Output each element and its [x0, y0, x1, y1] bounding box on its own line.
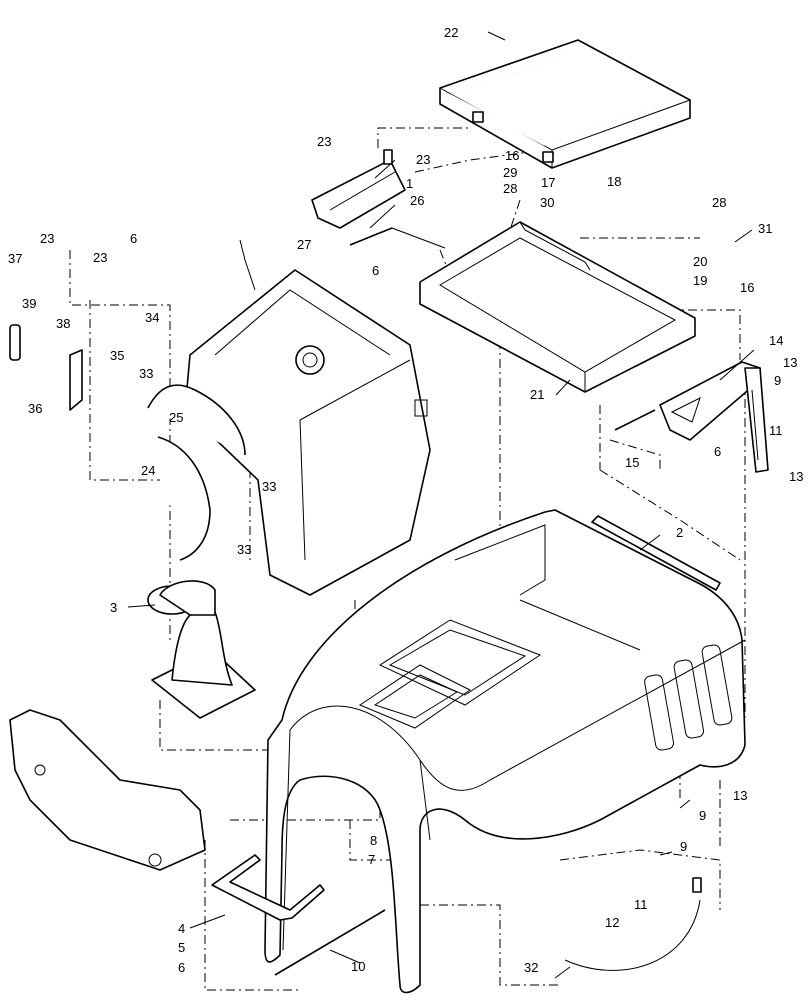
callout-23: 23 — [317, 134, 331, 149]
callout-9-b: 9 — [774, 373, 781, 388]
callout-26: 26 — [410, 193, 424, 208]
callout-12: 12 — [605, 915, 619, 930]
callout-4: 4 — [178, 921, 185, 936]
callout-9-c: 9 — [699, 808, 706, 823]
part-10-rod — [274, 909, 386, 976]
callout-25: 25 — [169, 410, 183, 425]
callout-6-b: 6 — [130, 231, 137, 246]
callout-6-d: 6 — [714, 444, 721, 459]
grille-slat-highlight — [507, 74, 608, 125]
callout-14: 14 — [769, 333, 783, 348]
callout-6: 6 — [178, 960, 185, 975]
callout-23-b: 23 — [416, 152, 430, 167]
callout-23-d: 23 — [93, 250, 107, 265]
part-39-link — [9, 324, 21, 361]
grille-slat-highlight — [463, 89, 562, 141]
part-32-cable — [564, 877, 702, 971]
callout-29: 29 — [503, 165, 517, 180]
callout-2: 2 — [676, 525, 683, 540]
callout-18: 18 — [607, 174, 621, 189]
leader-lines — [127, 31, 755, 979]
callout-1: 1 — [406, 176, 413, 191]
callout-11: 11 — [634, 897, 648, 912]
part-36-plate — [69, 349, 83, 411]
callout-27: 27 — [297, 237, 311, 252]
part-3-duct — [147, 580, 256, 719]
callout-38: 38 — [56, 316, 70, 331]
callout-8: 8 — [370, 833, 377, 848]
callout-13-c: 13 — [789, 469, 803, 484]
part-15-pin — [614, 409, 656, 431]
grille-slat-highlight — [550, 59, 655, 109]
grille-slat-highlight — [492, 79, 593, 130]
part-14-side-bracket — [659, 361, 769, 473]
chassis-bracket — [9, 709, 206, 871]
callout-34: 34 — [145, 310, 159, 325]
part-21-frame — [419, 221, 696, 393]
callout-33-c: 33 — [237, 542, 251, 557]
callout-19: 19 — [693, 273, 707, 288]
grille-slat-highlight — [478, 84, 577, 136]
grille-slat-highlight — [535, 64, 640, 114]
part-26-gas-strut — [349, 227, 446, 249]
part-4-handle — [211, 854, 325, 921]
grille-slat-highlight — [543, 61, 647, 111]
callout-7: 7 — [368, 852, 375, 867]
callout-13: 13 — [733, 788, 747, 803]
grille-slat-highlight — [499, 76, 601, 127]
callout-13-b: 13 — [783, 355, 797, 370]
callout-33: 33 — [139, 366, 153, 381]
callout-9: 9 — [680, 839, 687, 854]
callout-5: 5 — [178, 940, 185, 955]
part-24-hose — [157, 436, 211, 561]
callout-30: 30 — [540, 195, 554, 210]
callout-11-b: 11 — [769, 423, 783, 438]
callout-36: 36 — [28, 401, 42, 416]
callout-10: 10 — [351, 959, 365, 974]
grille-slat-highlight — [514, 71, 616, 122]
callout-35: 35 — [110, 348, 124, 363]
part-25-hose — [147, 384, 246, 456]
grille-slat-highlight — [471, 86, 569, 138]
callout-33-b: 33 — [262, 479, 276, 494]
callout-20: 20 — [693, 254, 707, 269]
part-2-strip — [591, 515, 721, 591]
callout-37: 37 — [8, 251, 22, 266]
callout-23-c: 23 — [40, 231, 54, 246]
main-housing — [184, 239, 431, 596]
callout-15: 15 — [625, 455, 639, 470]
callout-31: 31 — [758, 221, 772, 236]
callout-17: 17 — [541, 175, 555, 190]
part-1-bracket — [311, 149, 406, 229]
callout-39: 39 — [22, 296, 36, 311]
callout-24: 24 — [141, 463, 155, 478]
callout-16-b: 16 — [740, 280, 754, 295]
callout-3: 3 — [110, 600, 117, 615]
callout-16: 16 — [505, 148, 519, 163]
callout-21: 21 — [530, 387, 544, 402]
grille-slat-highlight — [456, 91, 554, 144]
part-22-grille — [439, 39, 691, 169]
grille-slat-highlight — [528, 66, 632, 117]
grille-slat-highlight — [449, 94, 546, 146]
callout-32: 32 — [524, 960, 538, 975]
grille-slat-highlight — [564, 54, 671, 103]
callout-22: 22 — [444, 25, 458, 40]
callout-28: 28 — [503, 181, 517, 196]
grille-slat-highlight — [557, 56, 663, 106]
callout-6-c: 6 — [372, 263, 379, 278]
callout-28-b: 28 — [712, 195, 726, 210]
grille-slat-highlight — [521, 69, 624, 119]
callout-labels: 1 2 3 4 5 6 7 8 9 10 11 12 13 14 15 16 1… — [8, 25, 803, 975]
grille-slat-highlight — [485, 81, 585, 133]
hood — [264, 509, 746, 994]
